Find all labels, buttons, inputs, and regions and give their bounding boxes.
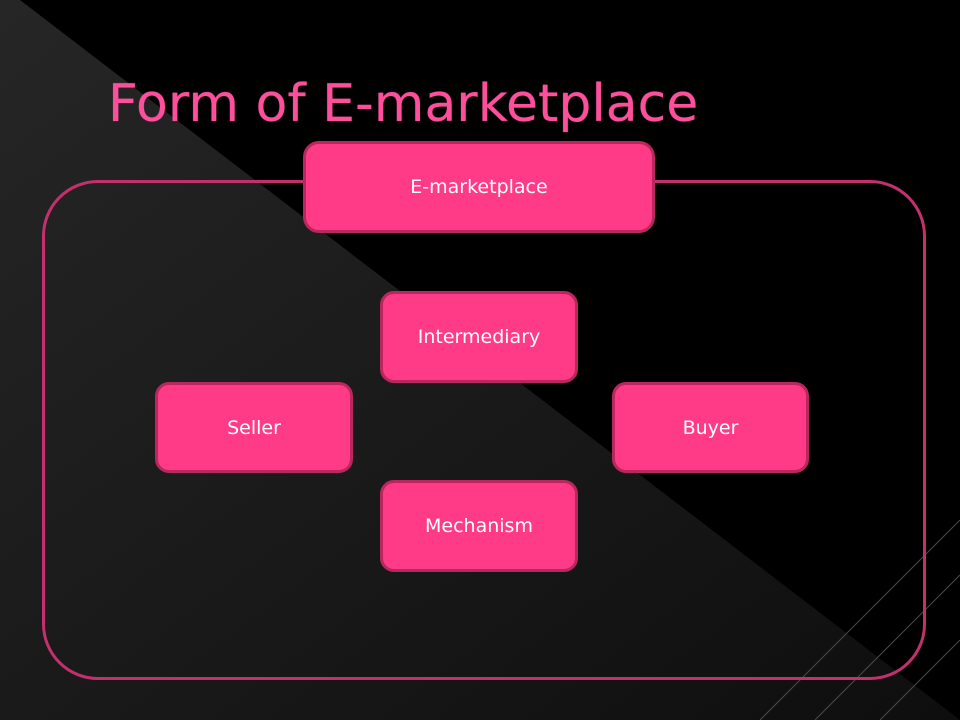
seller-node: Seller — [155, 382, 353, 473]
emarketplace-node: E-marketplace — [303, 141, 655, 233]
slide-title: Form of E-marketplace — [108, 74, 699, 134]
buyer-node: Buyer — [612, 382, 809, 473]
mechanism-node: Mechanism — [380, 480, 578, 572]
intermediary-node: Intermediary — [380, 291, 578, 383]
